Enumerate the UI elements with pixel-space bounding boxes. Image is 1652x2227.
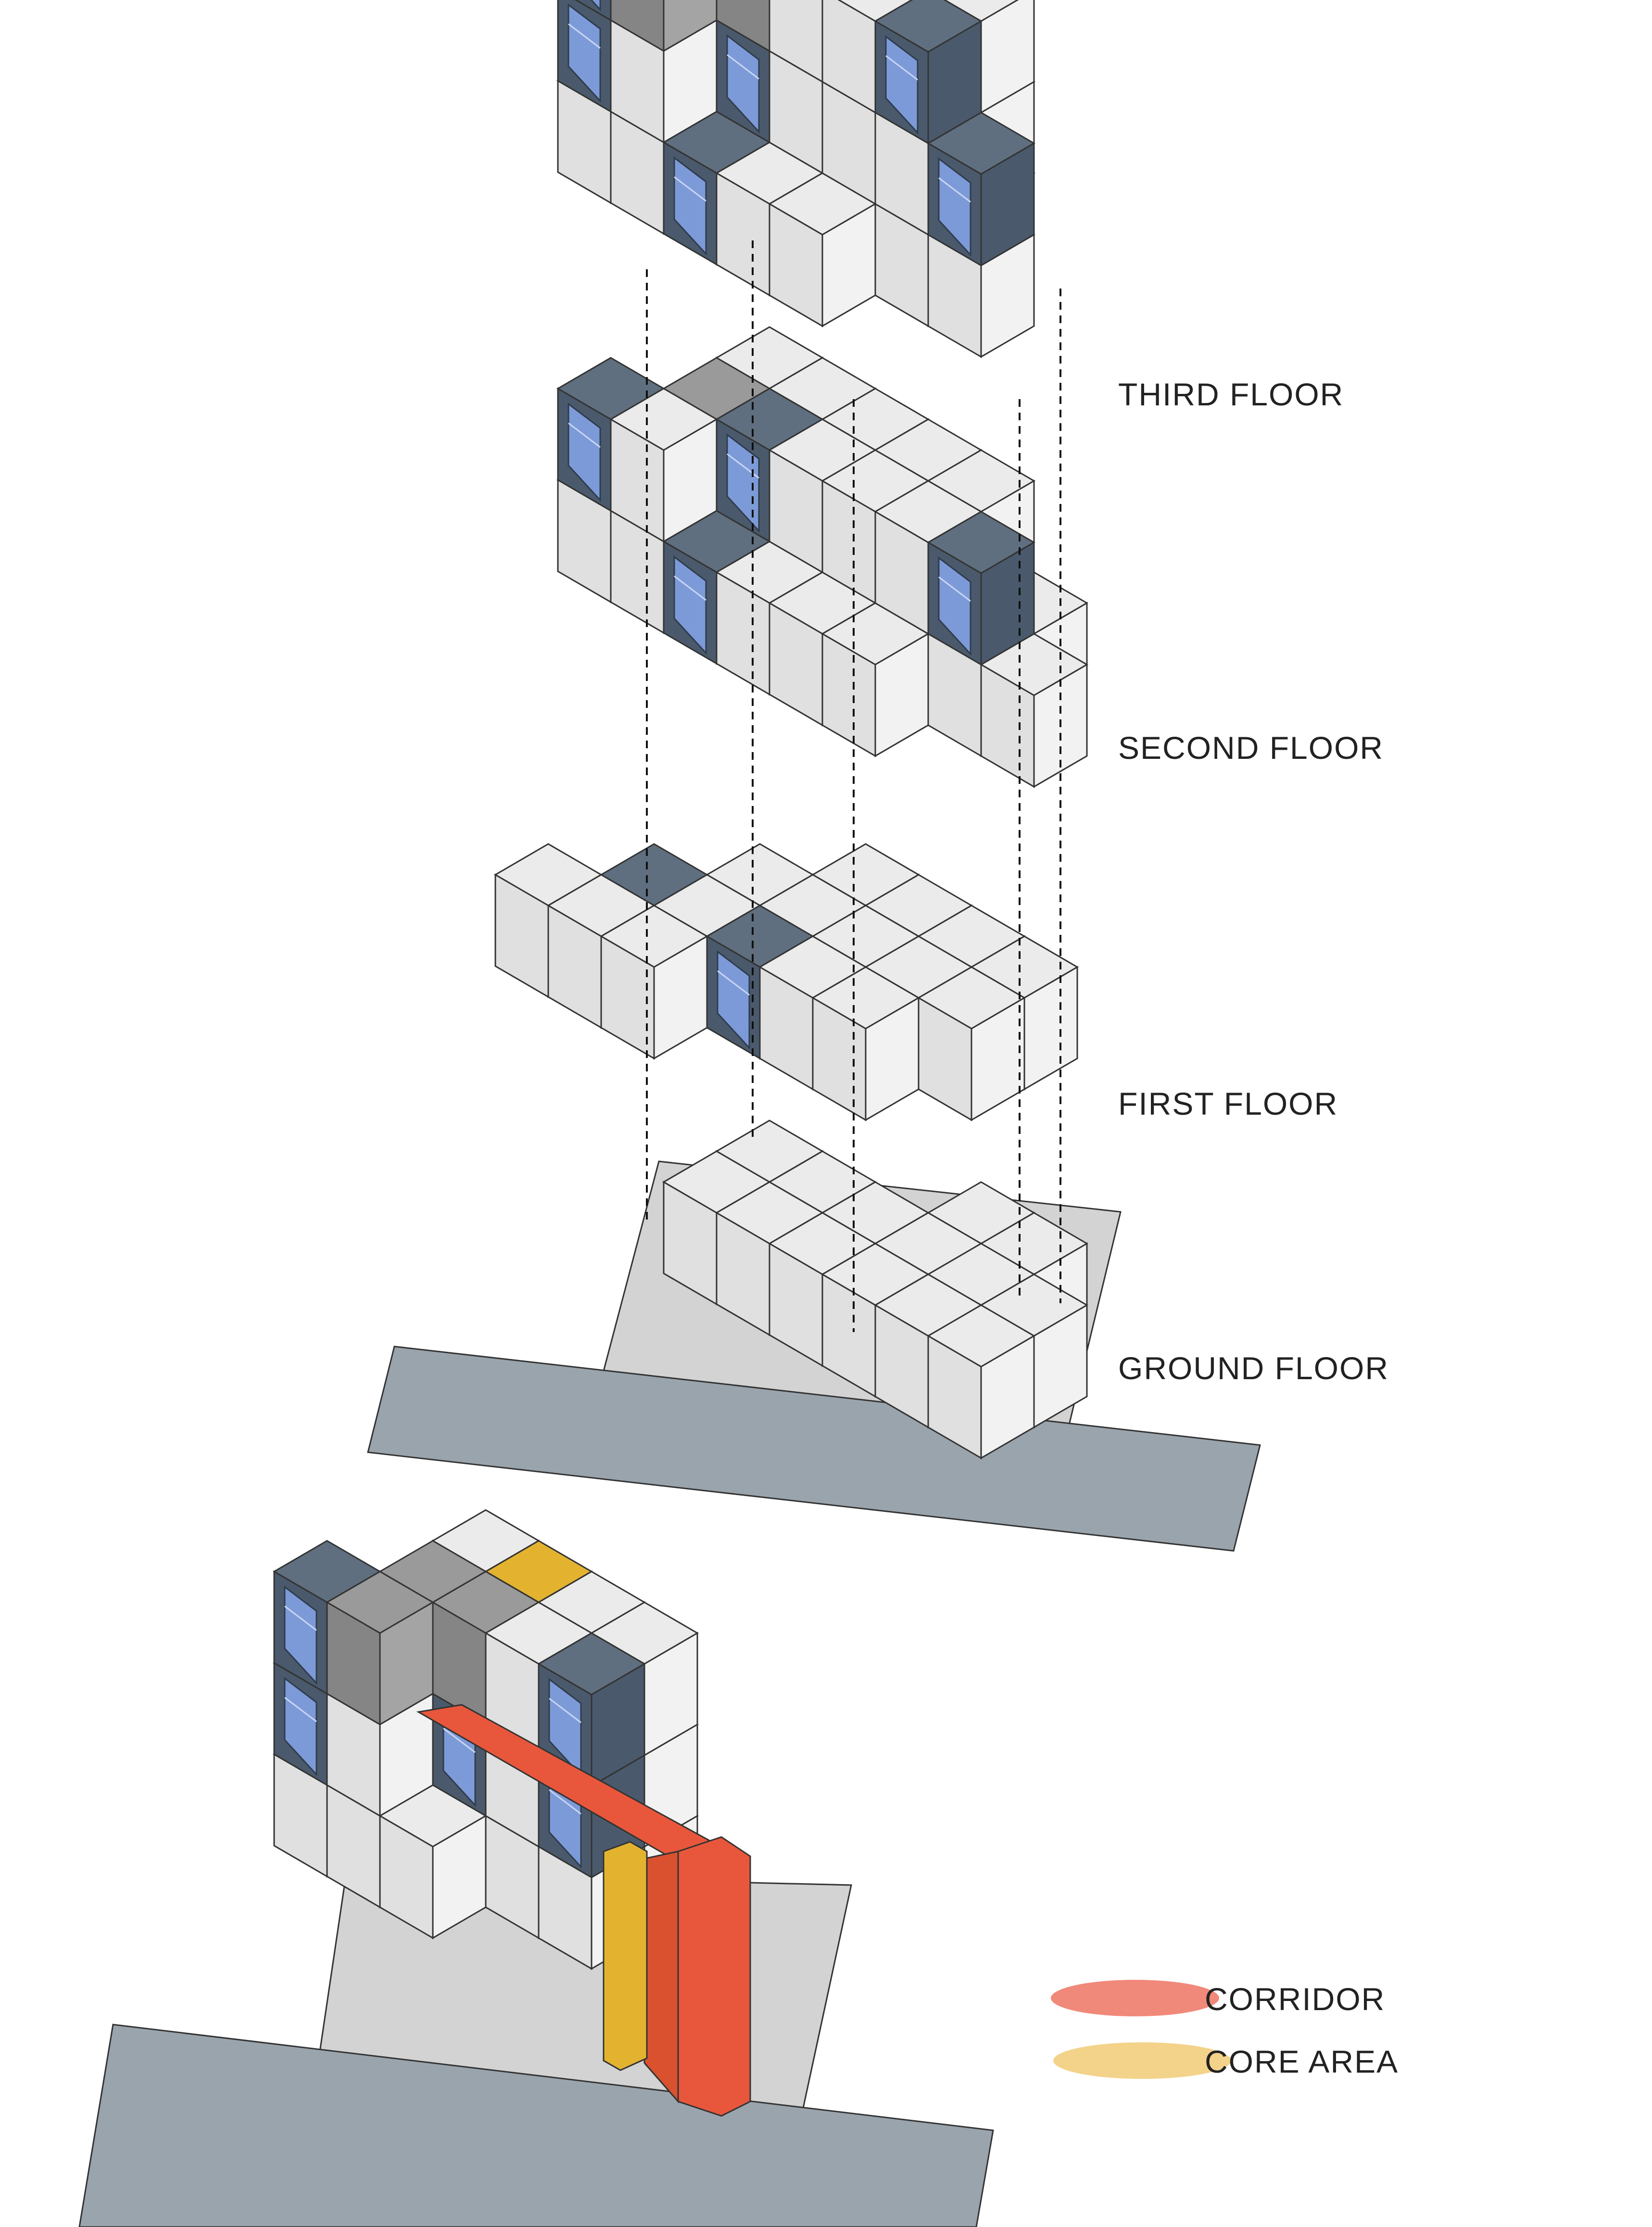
module-cube: [980, 633, 1088, 788]
cube-right-face: [865, 996, 920, 1121]
assembled-building: [273, 1509, 751, 2117]
glazing-reflection: [727, 54, 759, 80]
cube-right-face: [663, 418, 718, 543]
core-legend-label: CORE AREA: [1205, 2044, 1399, 2079]
ground-floor-label: GROUND FLOOR: [1118, 1350, 1389, 1386]
module-cube: [927, 1304, 1035, 1460]
corridor-column-side: [643, 1850, 679, 2103]
cube-right-face: [663, 0, 718, 52]
cube-right-face: [980, 142, 1035, 267]
cube-right-face: [653, 935, 708, 1060]
vertical-guide-lines: [646, 240, 1061, 1332]
module-cube: [600, 905, 708, 1060]
second-floor-label: SECOND FLOOR: [1118, 730, 1384, 766]
cube-right-face: [927, 20, 982, 145]
first-floor-label: FIRST FLOOR: [1118, 1086, 1338, 1121]
glazing-reflection: [549, 1698, 581, 1724]
glazing-window: [590, 0, 601, 12]
glazing-reflection: [938, 177, 971, 203]
glazing-reflection: [938, 576, 971, 602]
glazing-reflection: [284, 1605, 317, 1631]
module-cube: [821, 602, 930, 757]
glazing-reflection: [885, 55, 918, 81]
cube-right-face: [980, 541, 1035, 666]
glazing-window: [567, 3, 601, 103]
glazing-reflection: [284, 1697, 317, 1723]
module-cube: [768, 172, 877, 327]
second-floor-modules: [556, 326, 1088, 788]
module-cube: [811, 966, 920, 1121]
glazing-window: [673, 555, 707, 655]
glazing-reflection: [674, 575, 706, 601]
cube-right-face: [821, 202, 876, 327]
module-cube: [609, 388, 718, 543]
cube-right-face: [432, 1814, 487, 1939]
first-floor-modules: [494, 843, 1079, 1121]
glazing-window: [885, 35, 919, 135]
glazing-window: [717, 950, 750, 1050]
third-floor-label: THIRD FLOOR: [1118, 377, 1344, 412]
module-cube: [378, 1784, 487, 1939]
glazing-window: [567, 402, 601, 502]
glazing-window: [673, 156, 707, 256]
glazing-reflection: [549, 1789, 581, 1815]
glazing-window: [938, 157, 971, 257]
corridor-column: [677, 1836, 751, 2117]
cube-right-face: [379, 1601, 434, 1726]
glazing-window: [726, 34, 760, 134]
third-floor-modules: [556, 0, 1035, 358]
glazing-reflection: [568, 422, 601, 448]
module-cube: [927, 511, 1035, 666]
module-cube: [874, 0, 983, 145]
core-tower: [603, 1841, 648, 2071]
corridor-legend-label: CORRIDOR: [1205, 1981, 1385, 2017]
ground-floor-modules: [662, 1120, 1088, 1460]
cube-right-face: [980, 1334, 1035, 1460]
glazing-reflection: [568, 23, 601, 49]
cube-right-face: [971, 996, 1025, 1121]
module-cube: [927, 112, 1035, 267]
cube-right-face: [591, 1662, 645, 1787]
glazing-window: [284, 1676, 317, 1776]
core-legend-swatch: [1053, 2042, 1231, 2079]
glazing-window: [726, 433, 760, 533]
glazing-window: [284, 1585, 317, 1685]
glazing-window: [938, 556, 971, 656]
module-cube: [610, 0, 718, 52]
module-cube: [917, 966, 1026, 1121]
glazing-reflection: [717, 970, 750, 996]
module-cube: [326, 1571, 434, 1726]
glazing-reflection: [674, 176, 706, 202]
corridor-legend-swatch: [1051, 1980, 1219, 2016]
glazing-reflection: [443, 1727, 476, 1753]
cube-right-face: [874, 632, 929, 757]
